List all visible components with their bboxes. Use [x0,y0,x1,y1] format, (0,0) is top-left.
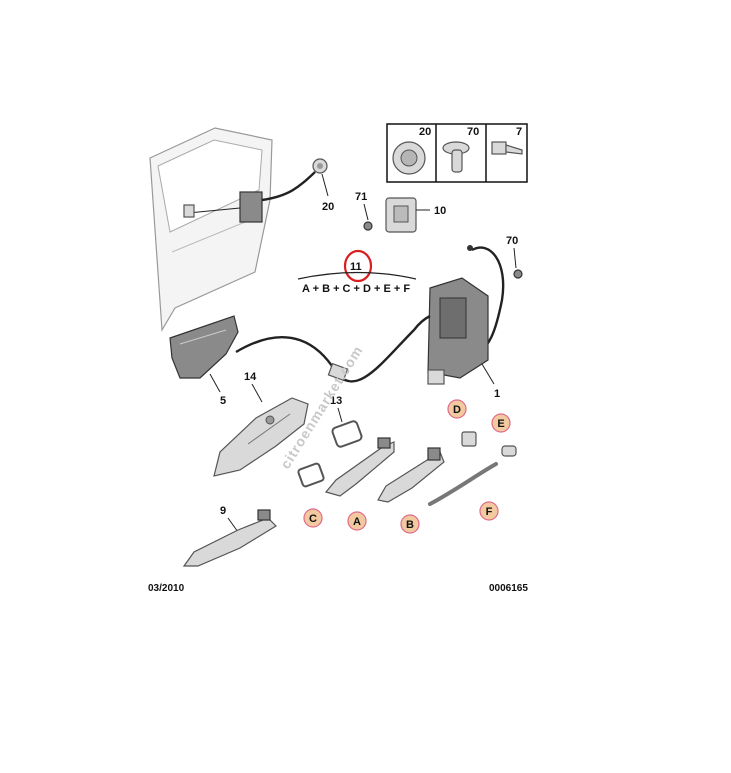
letter-badge-f: F [479,501,499,521]
fastener-inset: 20 70 7 [386,123,528,183]
grommet-icon [392,141,426,175]
callout-10: 10 [434,205,446,217]
svg-text:A: A [353,516,361,528]
part-e-end-cap [501,445,517,457]
part-5-interior-handle: 5 [169,315,239,407]
letter-badge-d: D [447,399,467,419]
part-9-exterior-handle: 9 [182,505,277,567]
svg-text:B: B [406,519,414,531]
letter-badge-e: E [491,413,511,433]
part-d-cap [461,431,477,447]
callout-70: 70 [506,235,518,247]
callout-5: 5 [220,395,226,407]
callout-9: 9 [220,505,226,517]
screw-icon [491,141,523,155]
footer-date: 03/2010 [148,583,185,594]
rear-door [149,127,316,332]
callout-71: 71 [355,191,367,203]
inset-label-70: 70 [467,126,479,138]
part-14-handle-bracket: 14 [213,371,309,477]
release-cable [235,314,431,383]
part-10-striker: 10 [385,197,446,233]
part-f-trim [428,462,498,506]
kit-formula: A + B + C + D + E + F [302,283,410,295]
callout-20: 20 [322,201,334,213]
callout-14: 14 [244,371,257,383]
svg-text:C: C [309,513,317,525]
part-1-door-lock: 1 [427,277,500,400]
door-lock-module-icon [239,191,263,223]
highlight-ring [343,249,373,283]
letter-badge-c: C [303,508,323,528]
kit-callout-11: 11 A + B + C + D + E + F [297,249,417,295]
part-c-gasket [297,462,325,488]
callout-11: 11 [350,261,362,273]
letter-badge-b: B [400,514,420,534]
footer-ref: 0006165 [489,583,528,594]
letter-badge-a: A [347,511,367,531]
callout-13: 13 [330,395,342,407]
inset-label-7: 7 [516,126,522,138]
svg-text:E: E [497,418,504,430]
callout-1: 1 [494,388,500,400]
push-clip-icon [442,141,470,173]
svg-text:D: D [453,404,461,416]
svg-text:F: F [486,506,493,518]
part-13-gasket: 13 [330,395,363,448]
part-a-handle-frame [324,441,395,497]
part-20-grommet: 20 [312,158,334,213]
part-71-clip: 71 [355,191,373,231]
part-b-handle-cover [377,451,445,503]
inset-label-20: 20 [419,126,431,138]
